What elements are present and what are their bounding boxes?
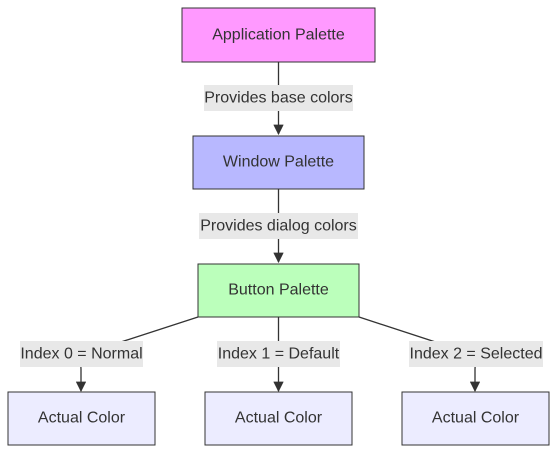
- edge-label-index-1: Index 1 = Default: [217, 341, 340, 367]
- svg-text:Provides dialog colors: Provides dialog colors: [200, 218, 357, 235]
- svg-text:Index 2 = Selected: Index 2 = Selected: [410, 346, 543, 363]
- edge-label-provides-dialog-colors: Provides dialog colors: [199, 213, 358, 239]
- node-application-palette[interactable]: Application Palette: [181, 7, 376, 63]
- node-actual-color-1[interactable]: Actual Color: [204, 391, 353, 446]
- svg-text:Actual Color: Actual Color: [432, 410, 520, 427]
- node-button-palette[interactable]: Button Palette: [197, 263, 360, 318]
- svg-text:Index 0 = Normal: Index 0 = Normal: [20, 346, 142, 363]
- svg-text:Actual Color: Actual Color: [38, 410, 126, 427]
- svg-text:Window Palette: Window Palette: [223, 154, 334, 171]
- node-actual-color-0[interactable]: Actual Color: [7, 391, 156, 446]
- nodes: Application Palette Window Palette Butto…: [7, 7, 550, 446]
- svg-text:Application Palette: Application Palette: [212, 27, 345, 44]
- svg-text:Button Palette: Button Palette: [228, 282, 329, 299]
- svg-text:Actual Color: Actual Color: [235, 410, 323, 427]
- svg-text:Index 1 = Default: Index 1 = Default: [218, 346, 340, 363]
- edge-label-provides-base-colors: Provides base colors: [204, 85, 353, 111]
- svg-text:Provides base colors: Provides base colors: [204, 90, 353, 107]
- edge-label-index-2: Index 2 = Selected: [409, 341, 543, 367]
- node-window-palette[interactable]: Window Palette: [192, 135, 365, 190]
- node-actual-color-2[interactable]: Actual Color: [401, 391, 550, 446]
- edge-labels: Provides base colors Provides dialog col…: [20, 85, 543, 367]
- edge-label-index-0: Index 0 = Normal: [20, 341, 143, 367]
